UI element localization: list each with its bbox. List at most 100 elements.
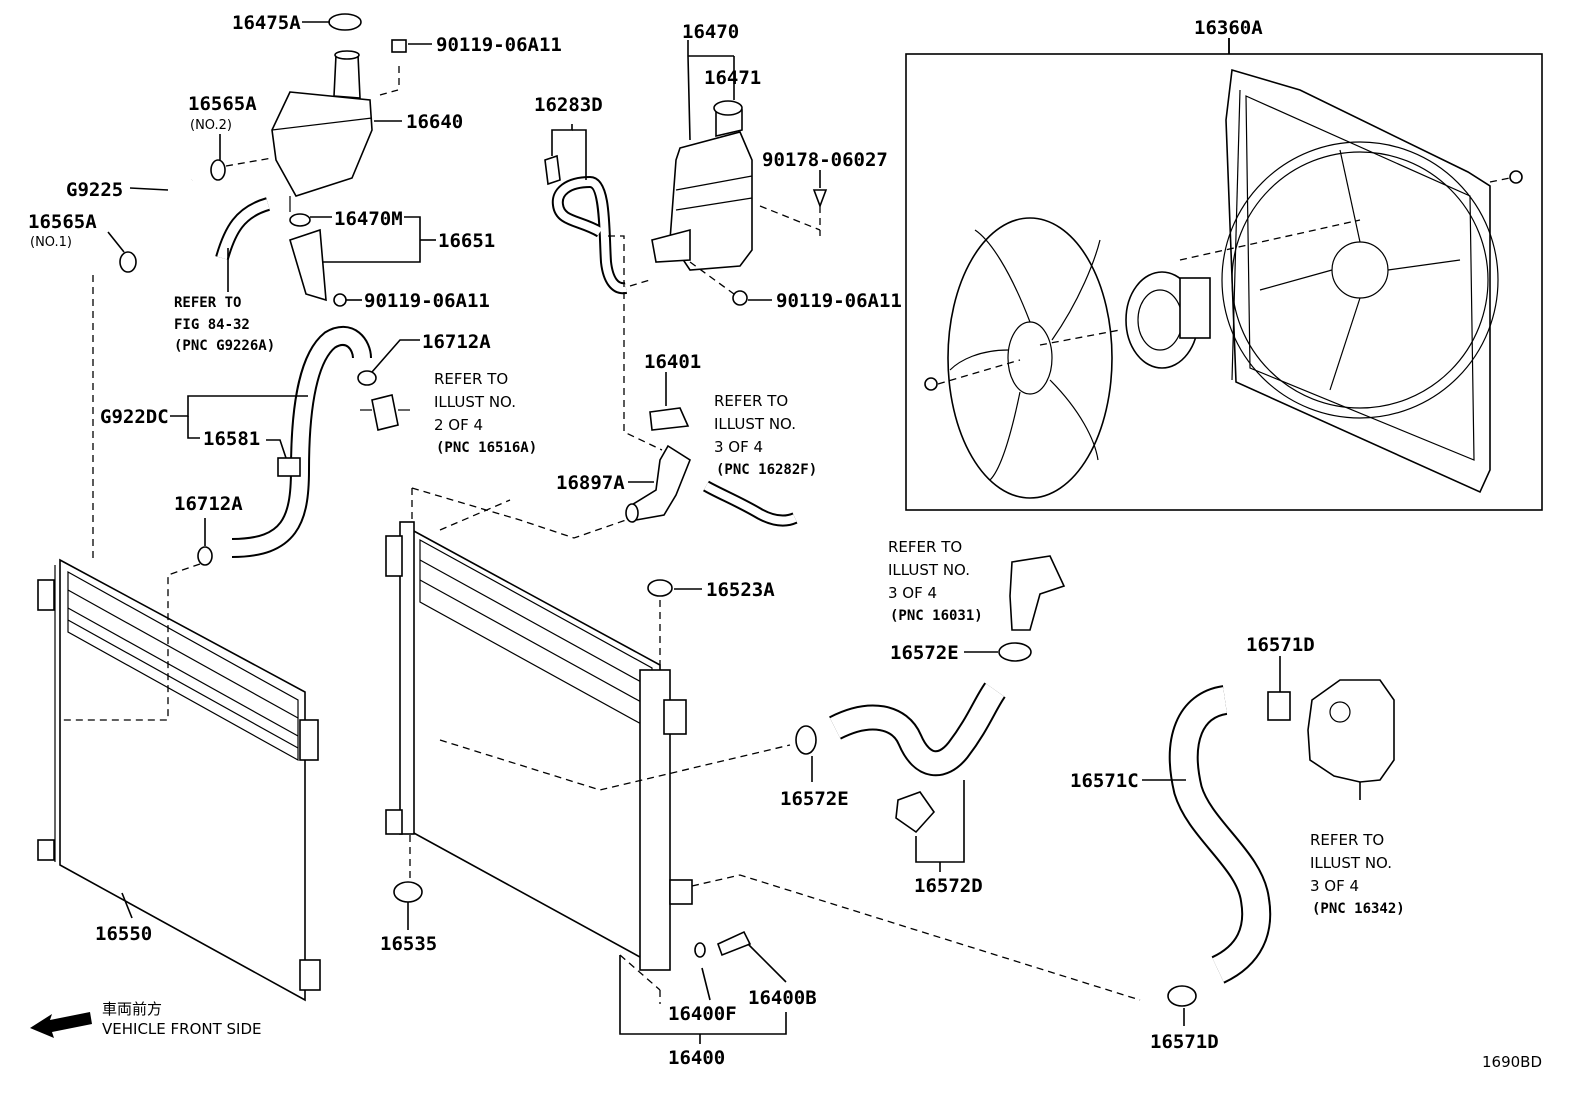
ref-16516-l3: 2 OF 4 (434, 416, 483, 434)
protector-16572d (895, 791, 936, 834)
fan-assembly-frame (905, 53, 1543, 511)
water-inlet-16031 (1009, 555, 1066, 631)
label-G922DC: G922DC (100, 406, 169, 428)
hose-16572d (829, 683, 1005, 775)
label-16572E-top: 16572E (890, 642, 959, 664)
condenser (37, 558, 321, 1002)
label-16470M: 16470M (334, 208, 403, 230)
hose-16571c (1170, 687, 1270, 982)
fan-shroud (1221, 68, 1499, 494)
ref-16031-l3: 3 OF 4 (888, 584, 937, 602)
label-90119-mid: 90119-06A11 (364, 290, 490, 312)
ref-16342-l3: 3 OF 4 (1310, 877, 1359, 895)
reservoir-bolt-icon (391, 39, 407, 53)
water-valve (360, 394, 410, 431)
refer-16516A: REFER TO ILLUST NO. 2 OF 4 (PNC 16516A) (434, 370, 537, 456)
refer-16342: REFER TO ILLUST NO. 3 OF 4 (PNC 16342) (1310, 831, 1405, 917)
radiator-cap-16401-icon (649, 407, 690, 431)
clamp-16571d-top-icon (1267, 691, 1291, 721)
drain-cock-16400b-icon (716, 930, 752, 957)
label-16571D-low: 16571D (1150, 1031, 1219, 1053)
vehicle-front-indicator: 車両前方 VEHICLE FRONT SIDE (30, 1000, 262, 1038)
front-arrow-icon (30, 1012, 92, 1038)
clamp-16572e-top-icon (998, 642, 1032, 662)
ref-16516-l1: REFER TO (434, 370, 508, 388)
label-16283D: 16283D (534, 94, 603, 116)
label-16572E-low: 16572E (780, 788, 849, 810)
label-G9225: G9225 (66, 179, 123, 201)
clip-16712a-top-icon (357, 370, 377, 386)
ref-16031-l2: ILLUST NO. (888, 561, 970, 579)
direction-cjk: 車両前方 (102, 1000, 162, 1018)
label-16471: 16471 (704, 67, 761, 89)
clip-16283d-icon (544, 154, 561, 186)
refer-fig-84-32: REFER TO FIG 84-32 (PNC G9226A) (174, 295, 275, 354)
label-16523A: 16523A (706, 579, 775, 601)
fan-motor (1125, 271, 1211, 369)
clip-16712a-low-icon (197, 546, 213, 566)
direction-english: VEHICLE FRONT SIDE (102, 1020, 262, 1038)
ref-16342-l2: ILLUST NO. (1310, 854, 1392, 872)
ref-16516-l2: ILLUST NO. (434, 393, 516, 411)
ref-fig-l1: REFER TO (174, 295, 241, 311)
ref-16282-l2: ILLUST NO. (714, 415, 796, 433)
leader-lines (107, 21, 1281, 1044)
ref-16282-l3: 3 OF 4 (714, 438, 763, 456)
label-16897A: 16897A (556, 472, 625, 494)
label-no1: (NO.1) (30, 235, 72, 250)
label-16581: 16581 (203, 428, 260, 450)
clamp-16572e-low-icon (795, 725, 817, 755)
ref-fig-l3: (PNC G9226A) (174, 338, 275, 354)
hose-g9225 (154, 174, 197, 269)
diagram-code: 1690BD (1482, 1053, 1542, 1071)
tank-cap-16471-icon (713, 100, 743, 116)
ref-16516-l4: (PNC 16516A) (436, 440, 537, 456)
cushion-16523a-icon (647, 579, 673, 597)
clip-no1-icon (119, 251, 137, 273)
hose-g922dc (231, 327, 370, 556)
refer-16031: REFER TO ILLUST NO. 3 OF 4 (PNC 16031) (888, 538, 983, 624)
water-outlet-16342 (1307, 679, 1395, 800)
ref-16031-l4: (PNC 16031) (890, 608, 983, 624)
fan-blade (947, 217, 1113, 499)
label-16535: 16535 (380, 933, 437, 955)
nut-90178-icon (812, 189, 828, 209)
reservoir-bracket (289, 213, 327, 302)
ref-16342-l1: REFER TO (1310, 831, 1384, 849)
reservoir-cap-icon (328, 13, 362, 31)
clip-no2-icon (210, 159, 226, 181)
hose-16282f (704, 482, 797, 525)
label-16400B: 16400B (748, 987, 817, 1009)
ref-fig-l2: FIG 84-32 (174, 317, 250, 333)
shroud-bolt-icon (1509, 170, 1523, 184)
fan-bolt-icon (924, 377, 938, 391)
hose-16283d (553, 177, 627, 293)
label-16360A: 16360A (1194, 17, 1263, 39)
label-16565A-no1: 16565A (28, 211, 97, 233)
tank-bolt-icon (732, 290, 748, 306)
label-16401: 16401 (644, 351, 701, 373)
label-16651: 16651 (438, 230, 495, 252)
radiator-outlet-pipe (669, 879, 693, 905)
label-90178: 90178-06027 (762, 149, 888, 171)
label-16712A-low: 16712A (174, 493, 243, 515)
label-16565A-no2: 16565A (188, 93, 257, 115)
label-16571C: 16571C (1070, 770, 1139, 792)
radiator (385, 521, 693, 971)
clamp-16571d-low-icon (1167, 985, 1197, 1007)
ref-16282-l1: REFER TO (714, 392, 788, 410)
label-no2: (NO.2) (190, 118, 232, 133)
ref-16342-l4: (PNC 16342) (1312, 901, 1405, 917)
label-16400F: 16400F (668, 1003, 737, 1025)
clamp-16581-icon (277, 457, 301, 477)
hose-g9226a (217, 199, 270, 260)
label-16712A-top: 16712A (422, 331, 491, 353)
label-16572D: 16572D (914, 875, 983, 897)
coolant-tank-16470 (651, 109, 753, 271)
ref-16282-l4: (PNC 16282F) (716, 462, 817, 478)
label-90119-right: 90119-06A11 (776, 290, 902, 312)
label-16475A: 16475A (232, 12, 301, 34)
label-90119-top: 90119-06A11 (436, 34, 562, 56)
stopper-16470m-icon (289, 213, 311, 227)
label-16470: 16470 (682, 21, 739, 43)
